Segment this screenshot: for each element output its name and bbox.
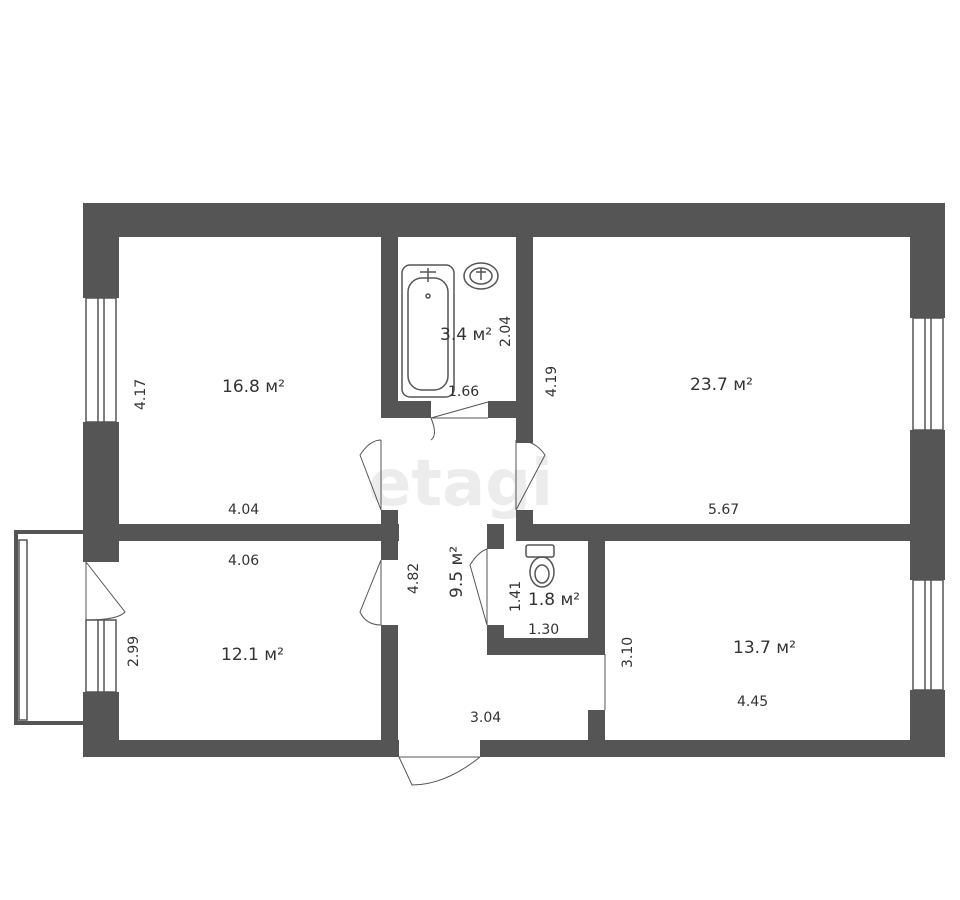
room-bottom-right-width: 4.45 xyxy=(737,694,768,710)
room-bottom-left-area: 12.1 м² xyxy=(221,645,284,665)
bathtub-icon xyxy=(401,264,455,398)
room-top-right-height: 4.19 xyxy=(544,366,560,397)
room-top-left-height: 4.17 xyxy=(133,379,149,410)
bathroom-width: 1.66 xyxy=(448,384,479,400)
doors xyxy=(85,401,606,786)
room-bottom-left-height: 2.99 xyxy=(126,636,142,667)
room-bottom-right-area: 13.7 м² xyxy=(733,638,796,658)
toilet-width: 1.30 xyxy=(528,622,559,638)
toilet-height: 1.41 xyxy=(508,581,524,612)
bathroom-area: 3.4 м² xyxy=(440,325,492,345)
toilet-icon xyxy=(525,544,555,588)
windows xyxy=(18,297,944,721)
bathroom-height: 2.04 xyxy=(498,316,514,347)
hallway-width: 3.04 xyxy=(470,710,501,726)
hallway-area: 9.5 м² xyxy=(447,546,467,598)
room-top-left-area: 16.8 м² xyxy=(222,377,285,397)
room-top-left-width: 4.04 xyxy=(228,502,259,518)
room-top-right-width: 5.67 xyxy=(708,502,739,518)
room-bottom-right-height: 3.10 xyxy=(620,637,636,668)
sink-icon xyxy=(463,262,499,290)
watermark-logo: etagi xyxy=(368,447,553,521)
walls xyxy=(14,203,945,757)
room-top-right-area: 23.7 м² xyxy=(690,375,753,395)
hallway-length: 4.82 xyxy=(406,563,422,594)
room-bottom-left-width: 4.06 xyxy=(228,553,259,569)
toilet-area: 1.8 м² xyxy=(528,590,580,610)
